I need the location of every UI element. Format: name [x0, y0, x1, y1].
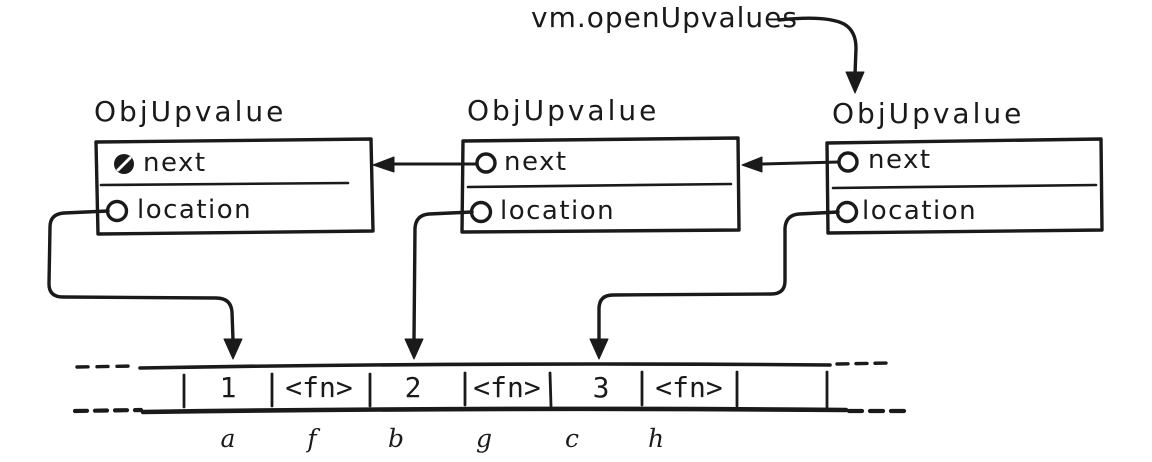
location-arrow-box1-to-slot-a — [47, 209, 243, 360]
box1-next-field-label: next — [143, 148, 207, 178]
stack-slot-label: b — [387, 424, 405, 453]
stack-strip — [72, 361, 911, 415]
stack-slot-label: c — [564, 424, 580, 453]
null-pointer-icon — [114, 154, 134, 174]
next-arrow-box2-to-box1 — [372, 156, 479, 173]
upvalue-box-3-title: ObjUpvalue — [832, 97, 1025, 130]
box2-next-field-label: next — [504, 147, 568, 177]
stack-slot-label: f — [307, 424, 317, 453]
stack-cell-value: <fn> — [473, 371, 541, 404]
stack-slot-label: h — [647, 424, 665, 453]
pointer-origin-dot — [469, 200, 493, 224]
stack-cell-value: 3 — [592, 371, 610, 404]
stack-continues-left-dashes — [72, 407, 144, 414]
box3-location-field-label: location — [862, 196, 978, 226]
stack-continues-left-dashes — [75, 364, 138, 369]
upvalue-box-3-outline — [825, 137, 1104, 235]
stack-continues-right-dashes — [835, 361, 890, 366]
pointer-origin-dot — [835, 200, 859, 224]
stack-slot-label: a — [220, 424, 236, 453]
box2-location-field-label: location — [500, 196, 616, 226]
upvalue-box-1-title: ObjUpvalue — [94, 95, 287, 128]
upvalue-box-1-outline — [94, 137, 375, 236]
stack-cell-value: <fn> — [655, 371, 723, 404]
vm-open-upvalues-arrow — [777, 16, 865, 94]
vm-open-upvalues-label: vm.openUpvalues — [531, 1, 798, 34]
upvalue-box-2-title: ObjUpvalue — [467, 94, 660, 127]
location-arrow-box3-to-slot-c — [589, 210, 840, 360]
pointer-origin-dot — [475, 152, 497, 174]
stack-cell-value: 2 — [404, 371, 422, 404]
stack-slot-label: g — [475, 424, 493, 453]
next-arrow-box3-to-box2 — [741, 156, 841, 173]
stack-cell-value: <fn> — [285, 371, 353, 404]
box3-next-field-label: next — [868, 145, 932, 175]
pointer-origin-dot — [105, 199, 129, 223]
stack-cell-value: 1 — [219, 371, 237, 404]
location-arrow-box2-to-slot-b — [404, 210, 474, 360]
upvalue-box-2-outline — [460, 136, 741, 234]
box1-location-field-label: location — [137, 195, 253, 225]
pointer-origin-dot — [837, 151, 859, 173]
